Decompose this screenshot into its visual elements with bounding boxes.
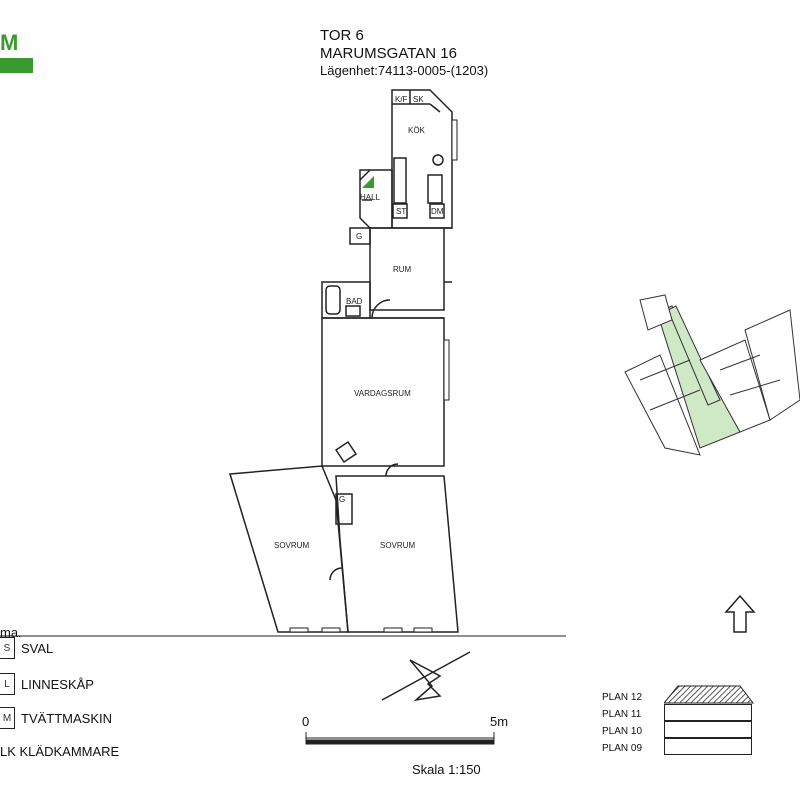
room-label-rum: RUM	[393, 265, 412, 274]
street-address: MARUMSGATAN 16	[320, 45, 457, 62]
room-label-st: ST	[396, 207, 406, 216]
room-label-sovrum2: SOVRUM	[380, 541, 415, 550]
room-label-kf: K/F	[395, 95, 408, 104]
apartment-number: Lägenhet:74113-0005-(1203)	[320, 63, 489, 78]
legend-code: M	[0, 707, 15, 729]
floor-box-11	[664, 704, 752, 721]
room-label-dm: DM	[431, 207, 444, 216]
legend-label: TVÄTTMASKIN	[21, 710, 113, 726]
floor-box-09	[664, 738, 752, 755]
entrance-marker	[362, 176, 374, 188]
key-plan	[624, 294, 800, 456]
legend-heading: ma.	[0, 625, 22, 640]
floor-box-10	[664, 721, 752, 738]
legend-label: SVAL	[21, 640, 54, 656]
property-name: TOR 6	[320, 27, 364, 44]
scale-caption: Skala 1:150	[412, 762, 481, 777]
floor-label-11: PLAN 11	[602, 709, 642, 720]
room-label-hall: HALL	[360, 193, 381, 202]
legend-code: S	[0, 637, 15, 659]
room-label-sk: SK	[413, 95, 424, 104]
scale-end: 5m	[490, 714, 509, 729]
legend-item: LK KLÄDKAMMARE	[0, 741, 119, 761]
room-label-g1: G	[356, 232, 362, 241]
room-label-bad: BAD	[346, 297, 363, 306]
scale-bar	[305, 732, 495, 745]
legend-code: L	[0, 673, 15, 695]
compass-icon	[381, 651, 471, 702]
bedroom-right-walls	[335, 475, 459, 633]
legend-item: S SVAL	[0, 637, 54, 659]
room-label-g2: G	[339, 495, 345, 504]
logo-letter: M	[0, 30, 19, 55]
room-label-sovrum1: SOVRUM	[274, 541, 309, 550]
legend-label: LINNESKÅP	[21, 676, 94, 692]
logo-bar	[0, 58, 33, 73]
floor-label-10: PLAN 10	[602, 726, 643, 737]
room-label-vardagsrum: VARDAGSRUM	[354, 389, 411, 398]
floor-roof-icon	[664, 685, 754, 704]
scale-start: 0	[302, 714, 310, 729]
legend-item: L LINNESKÅP	[0, 673, 94, 695]
floor-label-12: PLAN 12	[602, 692, 643, 703]
room-label-kok: KÖK	[408, 126, 426, 135]
legend-label: LK KLÄDKAMMARE	[0, 743, 120, 759]
floor-label-09: PLAN 09	[602, 743, 643, 754]
north-arrow-icon	[724, 594, 756, 633]
legend-item: M TVÄTTMASKIN	[0, 707, 113, 729]
